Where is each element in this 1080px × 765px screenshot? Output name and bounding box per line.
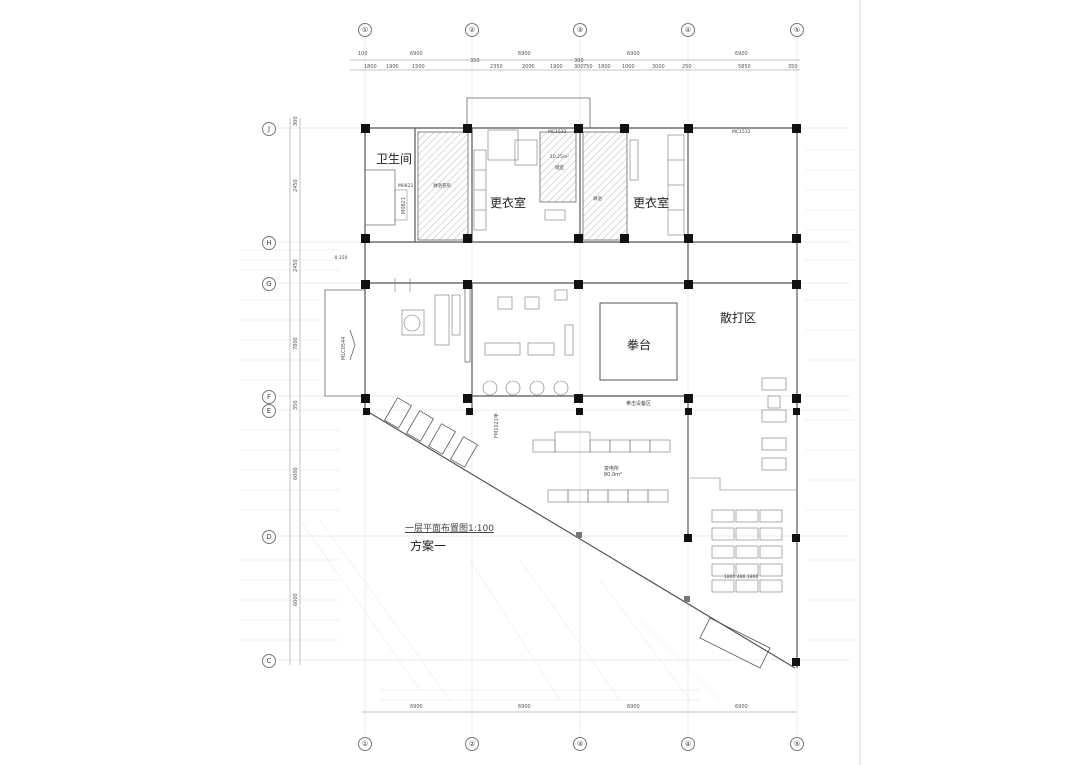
lockers <box>473 129 685 236</box>
dim-left-0: 300 <box>293 116 299 126</box>
west-entrance <box>324 289 365 397</box>
dim-left-4: 350 <box>293 400 299 410</box>
room-label-cardio-area: 80.0m² <box>604 472 623 478</box>
dim-bottom-2: 6900 <box>627 704 640 710</box>
dim-top-main-3: 300 <box>574 58 584 64</box>
room-label-storage-area: 10.25m² <box>550 155 570 160</box>
room-label-ring: 拳台 <box>627 338 652 352</box>
grid-bubble-col-5-top: ⑤ <box>790 23 804 37</box>
room-label-shower-right: 淋浴 <box>593 197 602 202</box>
grid-bubble-col-4-bottom: ④ <box>681 737 695 751</box>
dim-top-main-1: 6900 <box>410 51 423 57</box>
grid-bubble-col-1-top: ① <box>358 23 372 37</box>
door-label-mlc0544: MLC0544 <box>341 336 347 360</box>
door-label-fm1021: FM1021甲 <box>494 413 500 438</box>
grid-bubble-row-d: D <box>262 530 276 544</box>
site-hatch-right <box>805 149 855 641</box>
dim-bottom-3: 6900 <box>735 704 748 710</box>
dim-top-sub-10: 1000 <box>622 64 635 70</box>
seating-right <box>690 377 797 593</box>
site-hatch-bottom <box>299 519 721 701</box>
grid-bubble-col-2-bottom: ② <box>465 737 479 751</box>
room-label-sparring: 散打区 <box>720 311 757 325</box>
drawing-title: 一层平面布置图1:100 <box>405 524 494 534</box>
dim-left-3: 7800 <box>293 337 299 350</box>
dim-left-1: 2450 <box>293 179 299 192</box>
grid-bubble-col-5-bottom: ⑤ <box>790 737 804 751</box>
dim-top-sub-11: 3000 <box>652 64 665 70</box>
bench-dimension-label: 1800 480 1800 <box>724 575 759 580</box>
dim-top-main-0: 100 <box>358 51 368 57</box>
dim-top-sub-12: 250 <box>682 64 692 70</box>
dim-top-sub-6: 1900 <box>550 64 563 70</box>
grid-bubble-col-3-bottom: ③ <box>573 737 587 751</box>
boxing-ring-outline <box>599 302 678 381</box>
dim-bottom-0: 6900 <box>410 704 423 710</box>
room-label-shower-left: 淋浴卷房 <box>433 184 451 189</box>
room-label-cardio: 变电所 <box>604 466 620 472</box>
treadmills <box>384 397 478 468</box>
room-label-toilet: 卫生间 <box>376 152 413 166</box>
dim-top-sub-9: 1800 <box>598 64 611 70</box>
grid-bubble-row-g: G <box>262 277 276 291</box>
shower-room-right <box>582 131 628 241</box>
room-label-storage: 储室 <box>555 166 564 171</box>
grid-bubble-col-2-top: ② <box>465 23 479 37</box>
room-label-changing-left: 更衣室 <box>490 196 527 210</box>
dim-top-sub-1: 1900 <box>386 64 399 70</box>
dimension-lines <box>289 59 800 713</box>
dim-top-sub-7: 300 <box>574 64 584 70</box>
dim-top-sub-8: 750 <box>583 64 593 70</box>
benches <box>532 431 671 503</box>
grid-bubble-row-c: C <box>262 654 276 668</box>
dim-top-sub-0: 1800 <box>364 64 377 70</box>
north-entrance <box>466 97 591 128</box>
dim-top-sub-4: 2350 <box>490 64 503 70</box>
gym-equipment <box>394 278 574 396</box>
door-label-m0821-a: M0821 <box>398 184 414 189</box>
dim-left-2: 2450 <box>293 259 299 272</box>
room-label-boxing-equipment: 拳击设备区 <box>626 401 652 407</box>
dim-bottom-1: 6900 <box>518 704 531 710</box>
dim-left-5: 6000 <box>293 467 299 480</box>
door-label-mc1532-left: MC1532 <box>548 130 567 135</box>
grid-bubble-col-1-bottom: ① <box>358 737 372 751</box>
dim-top-main-5: 6900 <box>735 51 748 57</box>
grid-bubble-col-3-top: ③ <box>573 23 587 37</box>
grid-bubble-col-4-top: ④ <box>681 23 695 37</box>
dim-top-sub-13: 5850 <box>738 64 751 70</box>
storage-room <box>539 131 577 203</box>
dim-top-main-6: 350 <box>788 64 798 70</box>
room-label-changing-right: 更衣室 <box>633 196 670 210</box>
toilet-fixture <box>364 169 396 226</box>
dim-top-main-4: 6900 <box>627 51 640 57</box>
grid-bubble-row-j: J <box>262 122 276 136</box>
door-label-m0821-b: M0821 <box>401 196 407 214</box>
grid-bubble-row-f: F <box>262 390 276 404</box>
south-east-entrance <box>699 617 771 669</box>
dim-top-sub-2: 1500 <box>412 64 425 70</box>
elevation-marker: -0.150 <box>333 256 348 261</box>
dim-top-sub-3: 350 <box>470 58 480 64</box>
grid-bubble-row-h: H <box>262 236 276 250</box>
dim-top-sub-5: 2000 <box>522 64 535 70</box>
shower-room-left <box>417 131 469 241</box>
scheme-label: 方案一 <box>410 539 447 553</box>
door-label-mc1532-right: MC1532 <box>732 130 751 135</box>
grid-bubble-row-e: E <box>262 404 276 418</box>
dim-left-6: 6000 <box>293 593 299 606</box>
dim-top-main-2: 6900 <box>518 51 531 57</box>
columns <box>361 124 801 666</box>
